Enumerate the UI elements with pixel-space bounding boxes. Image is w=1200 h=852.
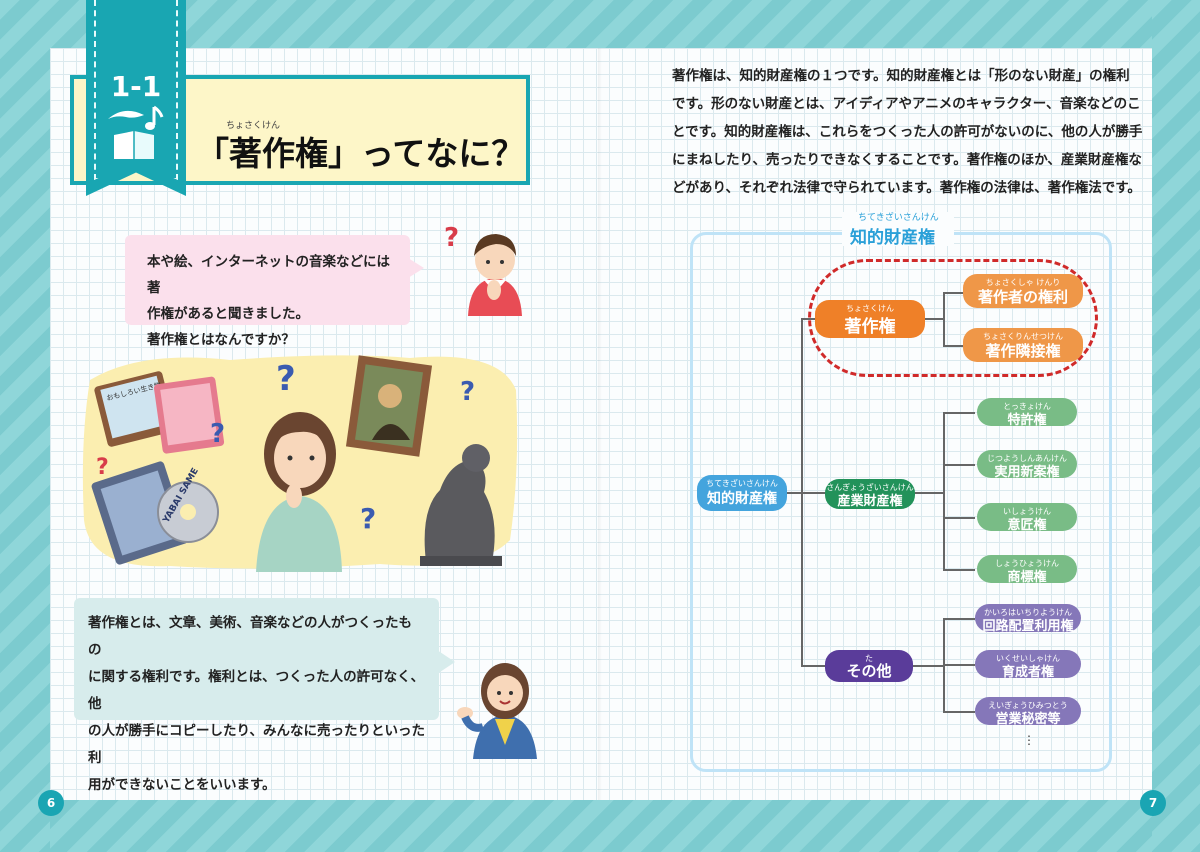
node-label: 知的財産権 <box>707 491 777 507</box>
connector-line <box>943 292 963 294</box>
node-neighboring-rights: ちょさくりんせつけん 著作隣接権 <box>963 328 1083 362</box>
copyright-works-illustration: おもしろい生き物 ? ? ? ? ? YABAI SAME <box>80 350 520 576</box>
node-label: 回路配置利用権 <box>982 619 1074 634</box>
diagram-title-backdrop <box>842 212 954 246</box>
svg-text:?: ? <box>360 502 376 535</box>
node-ruby: いしょうけん <box>1003 507 1051 516</box>
node-ruby: ちてきざいさんけん <box>706 479 778 488</box>
answer-bubble-tail <box>437 650 455 674</box>
svg-text:?: ? <box>460 377 475 407</box>
question-line: 作権があると聞きました。 <box>147 306 309 322</box>
node-label: 育成者権 <box>1001 665 1054 680</box>
connector-line <box>787 492 803 494</box>
answer-line: 著作権とは、文章、美術、音楽などの人がつくったもの <box>88 615 412 658</box>
node-label: 著作隣接権 <box>985 342 1061 360</box>
page-number-right: 7 <box>1140 790 1166 816</box>
page-border-top <box>0 0 1200 48</box>
connector-line <box>801 492 827 494</box>
svg-text:?: ? <box>96 455 109 480</box>
node-trademark: しょうひょうけん 商標権 <box>977 555 1077 585</box>
connector-line <box>943 664 975 666</box>
node-label: 産業財産権 <box>837 494 903 509</box>
teacher-illustration <box>455 655 545 763</box>
connector-line <box>915 492 945 494</box>
connector-line <box>943 412 945 570</box>
diagram-title: 知的財産権 <box>850 228 935 248</box>
connector-line <box>913 665 945 667</box>
node-ruby: とっきょけん <box>1003 402 1051 411</box>
node-ruby: しょうひょうけん <box>995 559 1059 568</box>
answer-line: の人が勝手にコピーしたり、みんなに売ったりといった利 <box>88 723 425 766</box>
node-authors-rights: ちょさくしゃ けんり 著作者の権利 <box>963 274 1083 308</box>
page-border-bottom <box>0 800 1200 852</box>
question-line: 本や絵、インターネットの音楽などには著 <box>147 254 390 296</box>
title-ruby: ちょさくけん <box>226 121 281 131</box>
svg-text:?: ? <box>444 223 459 253</box>
explanation-text: 著作権は、知的財産権の１つです。知的財産権とは「形のない財産」の権利 です。形の… <box>672 62 1143 202</box>
connector-line <box>943 711 975 713</box>
node-breeders-rights: いくせいしゃけん 育成者権 <box>975 650 1081 680</box>
diagram-title-ruby: ちてきざいさんけん <box>858 213 939 223</box>
question-bubble-tail <box>408 258 424 278</box>
book-spine <box>598 48 602 800</box>
explanation-line: にまねしたり、売ったりできなくすることです。著作権のほか、産業財産権な <box>672 152 1142 168</box>
section-ribbon <box>86 0 186 196</box>
book-music-icon <box>104 105 166 165</box>
node-other: た その他 <box>825 650 913 682</box>
node-label: 意匠権 <box>1007 518 1047 533</box>
node-ruby: いくせいしゃけん <box>996 654 1060 663</box>
explanation-line: 著作権は、知的財産権の１つです。知的財産権とは「形のない財産」の権利 <box>672 68 1130 84</box>
node-label: 著作者の権利 <box>977 288 1068 306</box>
node-ruby: た <box>865 654 873 663</box>
copyright-highlight <box>808 259 1098 377</box>
svg-text:?: ? <box>210 419 225 449</box>
question-bubble: 本や絵、インターネットの音楽などには著 作権があると聞きました。 著作権とはなん… <box>125 235 410 348</box>
node-label: 実用新案権 <box>994 465 1060 480</box>
node-intellectual-property: ちてきざいさんけん 知的財産権 <box>697 475 787 511</box>
node-ruby: えいぎょうひみつとう <box>988 701 1068 710</box>
question-line: 著作権とはなんですか？ <box>147 332 295 348</box>
connector-line <box>943 569 975 571</box>
node-utility-model: じつようしんあんけん 実用新案権 <box>977 450 1077 480</box>
node-circuit-layout: かいろはいちりようけん 回路配置利用権 <box>975 604 1081 634</box>
connector-line <box>943 412 975 414</box>
connector-line <box>943 618 975 620</box>
more-ellipsis: ⋮ <box>1023 733 1035 747</box>
connector-line <box>943 292 945 346</box>
svg-text:?: ? <box>276 359 296 399</box>
connector-line <box>801 665 827 667</box>
node-patent: とっきょけん 特許権 <box>977 398 1077 428</box>
node-label: その他 <box>846 662 892 680</box>
answer-line: 用ができないことをいいます。 <box>88 777 276 793</box>
node-trade-secrets: えいぎょうひみつとう 営業秘密等 <box>975 697 1081 727</box>
node-ruby: ちょさくけん <box>846 304 894 313</box>
section-number: 1-1 <box>110 70 162 103</box>
connector-line <box>943 345 963 347</box>
answer-line: に関する権利です。権利とは、つくった人の許可なく、他 <box>88 669 425 712</box>
explanation-line: とです。知的財産権は、これらをつくった人の許可がないのに、他の人が勝手 <box>672 124 1143 140</box>
node-copyright: ちょさくけん 著作権 <box>815 300 925 338</box>
node-ruby: さんぎょうざいさんけん <box>826 483 914 492</box>
page-border-left <box>0 0 50 852</box>
node-ruby: じつようしんあんけん <box>987 454 1067 463</box>
explanation-line: です。形のない財産とは、アイディアやアニメのキャラクター、音楽などのこ <box>672 96 1141 112</box>
connector-line <box>943 464 975 466</box>
connector-line <box>943 517 975 519</box>
page-title: 「著作権」ってなに？ <box>196 134 525 173</box>
node-label: 営業秘密等 <box>995 712 1061 727</box>
connector-line <box>925 318 945 320</box>
page-border-right <box>1152 0 1200 852</box>
node-label: 商標権 <box>1007 570 1047 585</box>
node-ruby: ちょさくしゃ けんり <box>985 278 1061 287</box>
answer-bubble: 著作権とは、文章、美術、音楽などの人がつくったもの に関する権利です。権利とは、… <box>74 598 439 793</box>
node-ruby: かいろはいちりようけん <box>984 608 1072 617</box>
explanation-line: どがあり、それぞれ法律で守られています。著作権の法律は、著作権法です。 <box>672 180 1141 196</box>
node-ruby: ちょさくりんせつけん <box>983 332 1063 341</box>
node-label: 著作権 <box>844 317 896 337</box>
node-industrial-property: さんぎょうざいさんけん 産業財産権 <box>825 479 915 509</box>
boy-illustration: ? <box>440 218 530 322</box>
node-design: いしょうけん 意匠権 <box>977 503 1077 533</box>
node-label: 特許権 <box>1007 413 1047 428</box>
page-number-left: 6 <box>38 790 64 816</box>
